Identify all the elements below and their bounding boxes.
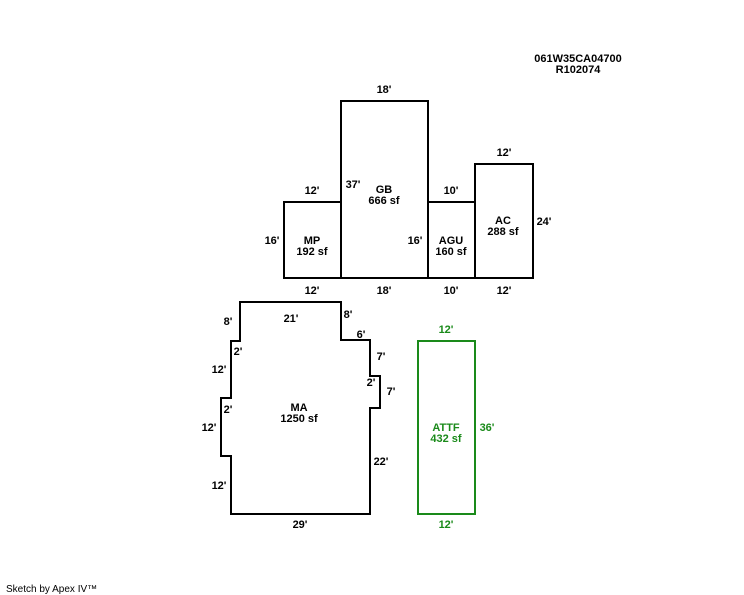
attf-code: ATTF (432, 422, 460, 434)
ma-area: 1250 sf (280, 413, 318, 425)
gb-code: GB (376, 184, 393, 196)
ac-code: AC (495, 215, 511, 227)
ac-area: 288 sf (487, 226, 519, 238)
gb-left-dimension: 37' (346, 179, 361, 191)
ma-top-dimension: 21' (284, 313, 299, 325)
ma-right-1-dimension: 7' (377, 351, 386, 363)
gb-area: 666 sf (368, 195, 400, 207)
agu-bottom-dimension: 10' (444, 285, 459, 297)
ma-left-1-dimension: 12' (212, 364, 227, 376)
account-id: R102074 (556, 64, 602, 76)
ma-code: MA (290, 402, 307, 414)
attf-bottom-dimension: 12' (439, 519, 454, 531)
attf-area: 432 sf (430, 433, 462, 445)
ma-right-2-dimension: 7' (387, 386, 396, 398)
ma-left-top-dimension: 8' (224, 316, 233, 328)
gb-bottom-dimension: 18' (377, 285, 392, 297)
ma-right-3-dimension: 22' (374, 456, 389, 468)
mp-left-dimension: 16' (265, 235, 280, 247)
ma-right-top-dimension: 8' (344, 309, 353, 321)
gb-top-dimension: 18' (377, 84, 392, 96)
mp-area: 192 sf (296, 246, 328, 258)
ma-left-2-dimension: 12' (202, 422, 217, 434)
ma-step1-dimension: 2' (234, 346, 243, 358)
ac-top-dimension: 12' (497, 147, 512, 159)
room-mp-outline (283, 201, 342, 279)
ma-bottom-dimension: 29' (293, 519, 308, 531)
room-ac-outline (474, 163, 534, 279)
ac-bottom-dimension: 12' (497, 285, 512, 297)
ma-left-3-dimension: 12' (212, 480, 227, 492)
ma-right-step2-dimension: 2' (367, 377, 376, 389)
room-ma-outline (220, 301, 381, 515)
attf-right-dimension: 36' (480, 422, 495, 434)
agu-code: AGU (439, 235, 464, 247)
ac-right-dimension: 24' (537, 216, 552, 228)
mp-top-dimension: 12' (305, 185, 320, 197)
room-attf-outline (417, 340, 476, 515)
attf-top-dimension: 12' (439, 324, 454, 336)
sketch-credit: Sketch by Apex IV™ (6, 584, 97, 595)
agu-area: 160 sf (435, 246, 467, 258)
parcel-id: 061W35CA04700 (534, 53, 621, 65)
agu-top-dimension: 10' (444, 185, 459, 197)
room-gb-outline (340, 100, 429, 279)
gb-right-dimension: 16' (408, 235, 423, 247)
ma-right-step-dimension: 6' (357, 329, 366, 341)
ma-step2-dimension: 2' (224, 404, 233, 416)
mp-code: MP (304, 235, 321, 247)
mp-bottom-dimension: 12' (305, 285, 320, 297)
